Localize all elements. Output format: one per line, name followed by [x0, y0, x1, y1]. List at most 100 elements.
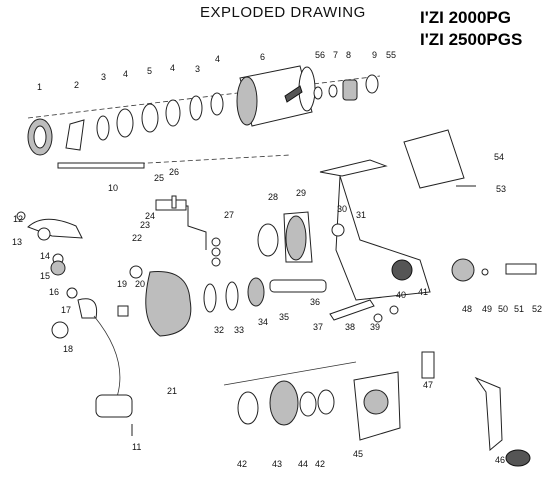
- part-20-rotor-nut: [129, 265, 143, 279]
- part-3-washer-b: [189, 95, 203, 121]
- part-label-59: 54: [494, 152, 504, 162]
- part-42-bearing: [237, 391, 259, 425]
- part-13-bail-arm: [27, 218, 83, 239]
- part-4-drag-washer-b: [165, 99, 181, 127]
- part-label-22: 18: [63, 344, 73, 354]
- part-label-35: 31: [356, 210, 366, 220]
- part-label-51: 46: [495, 455, 505, 465]
- part-48-drive-gear: [451, 258, 475, 282]
- part-21-rotor: [145, 271, 192, 337]
- part-label-25: 21: [167, 386, 177, 396]
- part-label-36: 32: [214, 325, 224, 335]
- part-label-37: 33: [234, 325, 244, 335]
- part-17-line-roller: [77, 298, 98, 319]
- part-label-1: 2: [74, 80, 79, 90]
- part-34-gear: [247, 277, 265, 307]
- spool-axis-line: [27, 75, 381, 119]
- part-label-21: 17: [61, 305, 71, 315]
- part-10-main-shaft: [57, 162, 145, 169]
- lower-axis: [223, 361, 357, 386]
- part-5-drag-washer: [141, 103, 159, 133]
- part-label-55: 50: [498, 304, 508, 314]
- part-9-washer: [365, 74, 379, 94]
- part-label-2: 3: [101, 72, 106, 82]
- part-8-bushing: [342, 79, 358, 101]
- part-36-oscillation-slide: [329, 299, 375, 321]
- part-label-50: 45: [353, 449, 363, 459]
- part-16-collar: [66, 287, 78, 299]
- part-label-5: 4: [170, 63, 175, 73]
- part-label-33: 29: [296, 188, 306, 198]
- part-label-52: 47: [423, 380, 433, 390]
- part-13-bail-arm-pivot: [37, 227, 51, 241]
- part-bail-mount: [95, 394, 133, 418]
- part-label-3: 4: [123, 69, 128, 79]
- part-6-spool-lip: [236, 76, 258, 126]
- part-49-washer: [481, 268, 489, 276]
- part-30-washer: [331, 223, 345, 237]
- part-body-gear-window: [391, 259, 413, 281]
- part-27-bolt-a: [211, 237, 221, 247]
- bail-wire: [93, 315, 121, 401]
- part-4-drag-washer: [116, 108, 134, 138]
- part-label-7: 4: [215, 54, 220, 64]
- part-3-washer: [96, 115, 110, 141]
- part-label-39: 35: [279, 312, 289, 322]
- part-label-14: 10: [108, 183, 118, 193]
- part-46-handle-knob: [505, 449, 531, 467]
- part-label-48: 44: [298, 459, 308, 469]
- part-label-19: 15: [40, 271, 50, 281]
- part-47-screws: [421, 351, 435, 379]
- part-label-12: 9: [372, 50, 377, 60]
- part-label-15: 11: [132, 442, 141, 452]
- part-45-plate-bore: [363, 389, 389, 415]
- part-7-washer: [328, 84, 338, 98]
- part-40-screw: [389, 305, 399, 315]
- part-44-washer: [299, 391, 317, 417]
- part-label-16: 12: [13, 214, 23, 224]
- part-label-10: 7: [333, 50, 338, 60]
- model-name-2000pg: I'ZI 2000PG: [420, 8, 511, 27]
- part-label-47: 43: [272, 459, 282, 469]
- part-label-23: 19: [117, 279, 127, 289]
- part-label-40: 36: [310, 297, 320, 307]
- part-46-handle-arm: [474, 376, 503, 452]
- part-label-11: 8: [346, 50, 351, 60]
- part-55-foot: [319, 159, 388, 177]
- part-27-bolt-b: [211, 247, 221, 257]
- part-label-57: 52: [532, 304, 542, 314]
- part-42-bearing-b: [317, 389, 335, 415]
- part-label-9: 56: [315, 50, 325, 60]
- part-32-bearing: [203, 283, 217, 313]
- part-label-49: 42: [315, 459, 325, 469]
- part-28-plate: [257, 223, 279, 257]
- part-label-32: 28: [268, 192, 278, 202]
- part-12-screw: [16, 211, 26, 221]
- part-label-13: 55: [386, 50, 396, 60]
- part-6-spool-accent: [284, 85, 303, 103]
- part-label-24: 20: [135, 279, 145, 289]
- part-26-screw: [171, 195, 177, 209]
- part-label-30: 26: [169, 167, 179, 177]
- part-22-bail-spring: [164, 205, 207, 250]
- part-label-18: 14: [40, 251, 50, 261]
- part-label-4: 5: [147, 66, 152, 76]
- part-label-42: 38: [345, 322, 355, 332]
- part-label-56: 51: [514, 304, 524, 314]
- part-33-bearing: [225, 281, 239, 311]
- part-19-pin: [117, 305, 129, 317]
- part-label-53: 48: [462, 304, 472, 314]
- part-43-gear: [269, 380, 299, 426]
- part-label-29: 25: [154, 173, 164, 183]
- part-label-44: 40: [396, 290, 406, 300]
- part-label-27: 23: [140, 220, 150, 230]
- part-label-54: 49: [482, 304, 492, 314]
- part-27-bolt-c: [211, 257, 221, 267]
- part-51-shaft: [505, 263, 537, 275]
- part-label-31: 27: [224, 210, 234, 220]
- part-29-cover-face: [285, 215, 307, 261]
- shaft-axis-line: [59, 154, 291, 169]
- part-label-45: 41: [418, 287, 428, 297]
- part-label-28: 24: [145, 211, 155, 221]
